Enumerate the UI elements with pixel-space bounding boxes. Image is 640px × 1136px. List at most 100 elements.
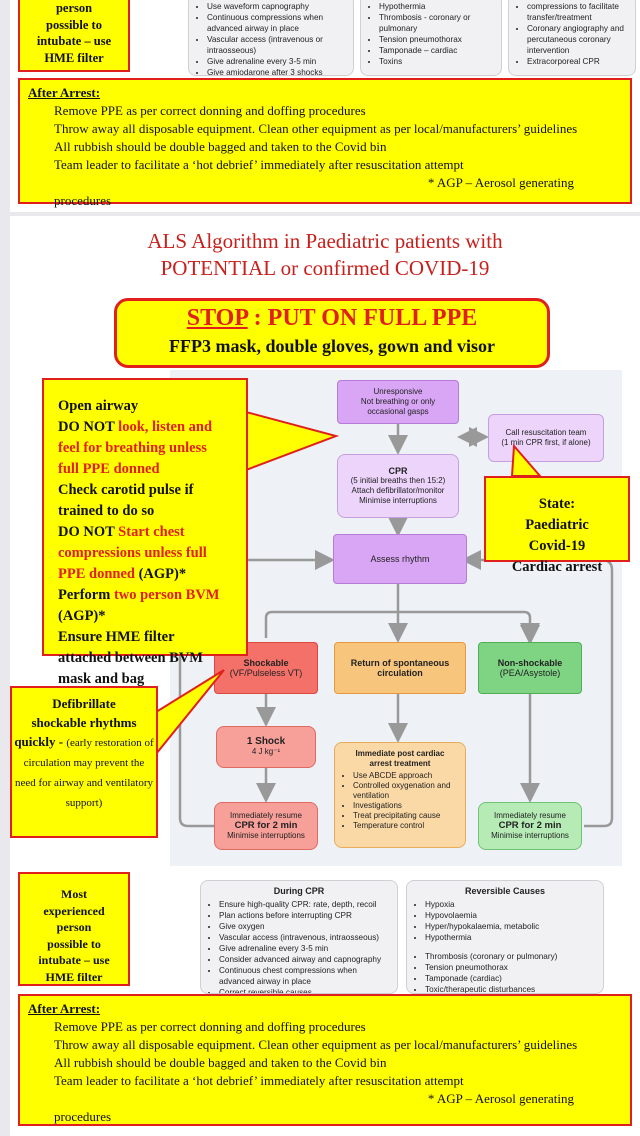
node-text: CPR	[388, 466, 408, 476]
cpr-node: CPR(5 initial breaths then 15:2)Attach d…	[337, 454, 459, 518]
list-item: Treat precipitating cause	[353, 811, 459, 821]
airway-line: (AGP)*	[58, 606, 246, 627]
list-item: Tension pneumothorax	[379, 34, 495, 45]
node-text: CPR for 2 min	[234, 820, 298, 831]
airway-line: Ensure HME filter	[58, 627, 246, 648]
list-item: Vascular access (intravenous or intraoss…	[207, 34, 347, 56]
title-line-1: ALS Algorithm in Paediatric patients wit…	[147, 229, 503, 253]
call-team-node: Call resuscitation team(1 min CPR first,…	[488, 414, 604, 462]
airway-line: feel for breathing unless	[58, 438, 246, 459]
airway-warning: two person BVM	[113, 587, 220, 603]
state-line: Paediatric	[525, 517, 589, 533]
airway-text: Check carotid pulse if	[58, 482, 194, 498]
airway-warning: compressions unless full	[58, 545, 207, 561]
list-item: Continuous compressions when advanced ai…	[207, 12, 347, 34]
list-item: Toxic/therapeutic disturbances	[425, 984, 597, 993]
airway-line: compressions unless full	[58, 543, 246, 564]
agp-note: * AGP – Aerosol generating	[427, 175, 574, 190]
side-box-line: experienced	[43, 903, 105, 918]
page-title: ALS Algorithm in Paediatric patients wit…	[10, 228, 640, 282]
list-item: Ensure high-quality CPR: rate, depth, re…	[219, 899, 391, 910]
node-text: CPR for 2 min	[498, 820, 562, 831]
airway-line: Open airway	[58, 396, 246, 417]
top-card-mid: HypothermiaThrombosis - coronary or pulm…	[360, 0, 502, 76]
list-item: compressions to facilitate transfer/trea…	[527, 1, 629, 23]
node-text: 1 Shock	[246, 736, 286, 747]
airway-text: (AGP)*	[134, 566, 187, 582]
node-text: Minimise interruptions	[227, 831, 305, 840]
post-arrest-list: Use ABCDE approachControlled oxygenation…	[341, 771, 459, 831]
node-text: Shockable	[243, 658, 289, 668]
node-text: 4 J kg⁻¹	[251, 747, 281, 756]
list-item	[425, 943, 597, 951]
ppe-items: FFP3 mask, double gloves, gown and visor	[168, 336, 496, 356]
after-arrest-line: Remove PPE as per correct donning and do…	[54, 103, 366, 118]
state-line: Covid-19	[528, 538, 586, 554]
side-box-line: person	[55, 1, 93, 15]
airway-line: Check carotid pulse if	[58, 480, 246, 501]
side-box-line: HME filter	[44, 50, 104, 65]
reversible-causes-card: Reversible Causes HypoxiaHypovolaemiaHyp…	[406, 880, 604, 994]
side-box-line: possible to	[46, 17, 102, 32]
node-text: Return of spontaneous	[350, 658, 450, 668]
after-arrest-line: Remove PPE as per correct donning and do…	[54, 1019, 366, 1034]
node-text: (VF/Pulseless VT)	[229, 668, 303, 678]
node-text: circulation	[377, 668, 423, 678]
airway-warning: feel for breathing unless	[58, 440, 207, 456]
defib-bold: Defibrillate	[52, 696, 116, 711]
agp-note: * AGP – Aerosol generating	[427, 1091, 574, 1106]
node-text: Minimise interruptions	[491, 831, 569, 840]
node-text: Attach defibrillator/monitor	[351, 486, 445, 495]
node-text: Immediately resume	[229, 811, 303, 820]
list-item: Hyper/hypokalaemia, metabolic	[425, 921, 597, 932]
agp-note-cont: procedures	[54, 1109, 112, 1124]
node-text: Not breathing or only	[360, 397, 436, 406]
post-arrest-title: Immediate post cardiac	[355, 749, 445, 758]
airway-line: mask and bag	[58, 669, 246, 690]
airway-text: attached between BVM	[58, 650, 203, 666]
node-text: Non-shockable	[497, 658, 563, 668]
airway-text: (AGP)*	[58, 608, 106, 624]
side-box-line: person	[56, 920, 92, 934]
list-item: Investigations	[353, 801, 459, 811]
airway-line: DO NOT Start chest	[58, 522, 246, 543]
airway-text: DO NOT	[58, 419, 119, 435]
airway-line: Perform two person BVM	[58, 585, 246, 606]
node-text: (1 min CPR first, if alone)	[501, 438, 591, 447]
side-box-line: HME filter	[45, 969, 103, 984]
state-line: Cardiac arrest	[511, 559, 603, 575]
agp-note-cont: procedures	[54, 193, 112, 208]
airway-line: full PPE donned	[58, 459, 246, 480]
defib-bold: quickly -	[14, 734, 67, 749]
after-arrest-line: Throw away all disposable equipment. Cle…	[54, 121, 578, 136]
airway-line: DO NOT look, listen and	[58, 417, 246, 438]
list-item: Tension pneumothorax	[425, 962, 597, 973]
list-item: Hypovolaemia	[425, 910, 597, 921]
defib-bold: shockable rhythms	[31, 715, 137, 730]
airway-warning: Start chest	[118, 524, 185, 540]
airway-line: PPE donned (AGP)*	[58, 564, 246, 585]
airway-line: trained to do so	[58, 501, 246, 522]
list-item: Use ABCDE approach	[353, 771, 459, 781]
after-arrest-line: Team leader to facilitate a ‘hot debrief…	[54, 157, 464, 172]
airway-line: attached between BVM	[58, 648, 246, 669]
node-text: (PEA/Asystole)	[499, 668, 561, 678]
list-item: Continuous chest compressions when advan…	[219, 965, 391, 987]
during-cpr-title: During CPR	[273, 886, 325, 896]
top-card-right: compressions to facilitate transfer/trea…	[508, 0, 636, 76]
list-item: Give amiodarone after 3 shocks	[207, 67, 347, 75]
node-text: Minimise interruptions	[359, 496, 437, 505]
list-item: Consider advanced airway and capnography	[219, 954, 391, 965]
side-box-line: intubate – use	[36, 34, 112, 48]
list-item: Tamponade (cardiac)	[425, 973, 597, 984]
airway-text: Open airway	[58, 398, 139, 414]
after-arrest-line: Team leader to facilitate a ‘hot debrief…	[54, 1073, 464, 1088]
node-text: occasional gasps	[367, 407, 429, 416]
